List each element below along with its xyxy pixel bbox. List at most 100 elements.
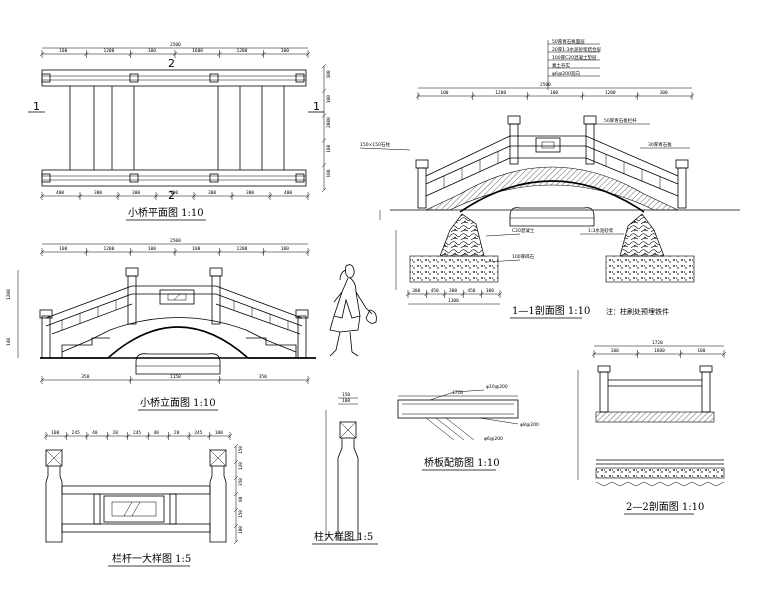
rail-top-dim-1: 245 (72, 430, 80, 436)
rebar-detail: 1720 φ10@200 φ8@200 φ6@200 桥板配筋图 1:10 (397, 384, 539, 471)
rebar-top-dim: 1720 (452, 390, 463, 396)
plan-top-dim-1: 1200 (104, 48, 115, 54)
elev-bottom-dim-1: 1150 (170, 374, 181, 380)
handrail-left-label: 150×150石柱 (360, 141, 390, 148)
sec11-bottom-dim-1: 450 (431, 288, 439, 294)
rail-detail-title: 栏杆一大样图 1:5 (112, 552, 191, 565)
plan-top-dim-0: 100 (59, 48, 67, 54)
foundation-label: 1:3水泥砂浆 (588, 227, 614, 234)
plan-bottom-dim-0: 400 (56, 190, 64, 196)
post-detail-title: 柱大样图 1:5 (314, 530, 373, 543)
elev-bottom-dim-2: 350 (259, 374, 267, 380)
rail-right-dim-4: 150 (238, 510, 244, 518)
section-mark-2-top: 2 (168, 57, 175, 70)
elev-bottom-dim-0: 350 (81, 374, 89, 380)
plan-top-dim-3: 1600 (192, 48, 203, 54)
rail-top-dim-3: 20 (113, 430, 119, 436)
sec22-total-dim: 1720 (652, 340, 663, 346)
handrail-right-label-2: 30厚青石板 (648, 141, 672, 148)
plan-bottom-dim-3: 100 (170, 190, 178, 196)
sec11-bottom-dim-2: 300 (449, 288, 457, 294)
rail-top-dim-8: 100 (215, 430, 223, 436)
sec11-top-dim-3: 1200 (605, 90, 616, 96)
plan-post-bottom-3 (295, 173, 305, 183)
rail-top-dim-2: 40 (92, 430, 98, 436)
rail-right-dim-0: 150 (238, 446, 244, 454)
plan-bottom-dim-6: 400 (284, 190, 292, 196)
concrete-label: C20混凝土 (512, 227, 535, 234)
plan-bottom-dim-1: 300 (94, 190, 102, 196)
plan-right-dim-3: 100 (326, 144, 332, 152)
plan-right-dim-1: 100 (326, 95, 332, 103)
plan-post-top-3 (295, 73, 305, 83)
sec22-top-dim-1: 1600 (654, 348, 665, 354)
sec11-top-dim-0: 100 (440, 90, 448, 96)
plan-top-dim-2: 100 (148, 48, 156, 54)
plan-top-dim-4: 1200 (237, 48, 248, 54)
rail-top-dim-0: 100 (51, 430, 59, 436)
elev-top-dim-3: 100 (192, 246, 200, 252)
section-mark-1-left: 1 (33, 100, 40, 113)
elev-top-dim-0: 100 (59, 246, 67, 252)
plan-post-bottom-0 (41, 173, 51, 183)
plan-post-top-1 (129, 73, 139, 83)
rail-top-dim-4: 245 (133, 430, 141, 436)
layer-label-0: 50厚青石板面层 (552, 38, 585, 45)
plan-bottom-dim-2: 300 (132, 190, 140, 196)
plan-right-dim-2: 2000 (326, 117, 332, 128)
rebar-label-b: φ8@200 (520, 422, 539, 428)
rebar-label-a: φ10@200 (486, 384, 508, 390)
sec11-bottom-dim-0: 300 (412, 288, 420, 294)
rail-right-dim-2: 350 (238, 478, 244, 486)
sec11-top-dim-2: 100 (550, 90, 558, 96)
sec11-bottom-dim-3: 450 (467, 288, 475, 294)
plan-title: 小桥平面图 1:10 (128, 207, 204, 219)
layer-label-2: 100厚C20混凝土垫层 (552, 54, 597, 61)
rail-top-dim-6: 20 (174, 430, 180, 436)
section-mark-1-right: 1 (313, 100, 320, 113)
plan-top-dim-5: 100 (281, 48, 289, 54)
sec11-bottom-dim-4: 300 (486, 288, 494, 294)
sec11-top-dim-1: 1200 (495, 90, 506, 96)
handrail-right-label-1: 50厚青石板栏杆 (604, 117, 637, 124)
sec22-top-dim-2: 100 (697, 348, 705, 354)
layer-label-3: 素土夯实 (552, 62, 570, 69)
sec11-total-dim: 2500 (540, 82, 551, 88)
rail-top-dim-7: 245 (194, 430, 202, 436)
post-top-dim-2: 100 (342, 398, 350, 404)
elev-top-dim-2: 100 (148, 246, 156, 252)
plan-bottom-dim-4: 300 (208, 190, 216, 196)
elevation-title: 小桥立面图 1:10 (140, 396, 216, 409)
section11-title: 1—1剖面图 1:10 (512, 304, 590, 317)
post-top-dim-1: 150 (342, 392, 350, 398)
plan-right-dim-0: 100 (326, 70, 332, 78)
plan-right-dim-4: 100 (326, 169, 332, 177)
person-figure (329, 264, 377, 357)
rebar-title: 桥板配筋图 1:10 (424, 456, 500, 469)
layer-label-1: 20厚1:3水泥砂浆结合层 (552, 46, 601, 53)
rail-right-dim-3: 80 (238, 496, 244, 502)
rail-right-dim-1: 120 (238, 462, 244, 470)
plan-post-bottom-1 (129, 173, 139, 183)
plan-post-bottom-2 (209, 173, 219, 183)
rail-right-dim-5: 100 (238, 526, 244, 534)
sec11-top-dim-4: 100 (660, 90, 668, 96)
plan-post-top-0 (41, 73, 51, 83)
elev-top-dim-5: 100 (281, 246, 289, 252)
elev-top-dim-1: 1200 (104, 246, 115, 252)
elev-left-dim-1: 1200 (6, 289, 12, 300)
embedded-iron-note: 注：柱刷处预埋铁件 (606, 307, 669, 316)
plan-bottom-dim-5: 300 (246, 190, 254, 196)
elev-left-dim-2: 140 (6, 338, 12, 346)
section-mark-2-bottom: 2 (168, 189, 175, 202)
rail-top-dim-5: 40 (153, 430, 159, 436)
layer-label-4: φ6@200双向 (552, 70, 580, 77)
gravel-label: 100厚碎石 (512, 253, 535, 260)
elev-total-dim: 2500 (170, 238, 181, 244)
sec11-base-dim: 1300 (448, 298, 459, 304)
post-detail: 150 100 柱大样图 1:5 (312, 392, 378, 545)
